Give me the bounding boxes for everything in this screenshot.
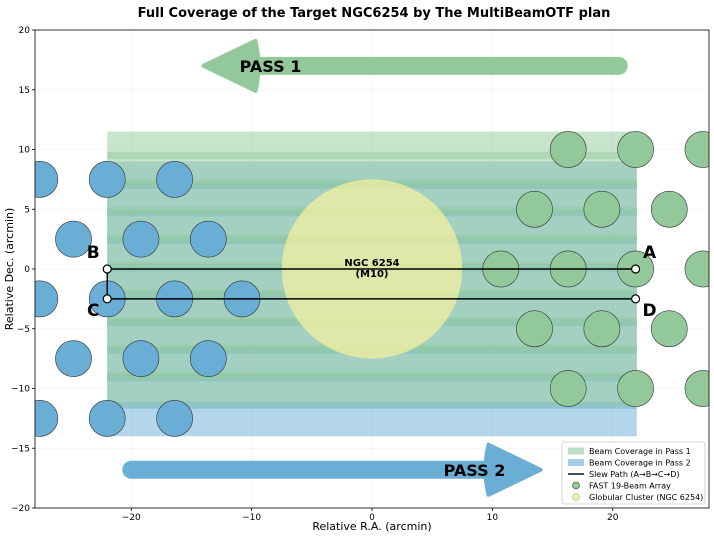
x-tick-label: 0 (369, 513, 375, 523)
slew-point-C (102, 294, 112, 304)
y-tick-label: 20 (19, 26, 31, 36)
chart-title: Full Coverage of the Target NGC6254 by T… (138, 6, 611, 21)
slew-path-group (102, 264, 641, 304)
pass1-beam (650, 310, 688, 348)
pass-arrows (122, 38, 628, 497)
point-label-A: A (643, 243, 657, 263)
pass1-beam (516, 190, 553, 228)
y-tick-label: −10 (11, 385, 30, 395)
pass2-beam (88, 400, 126, 437)
y-tick-label: 5 (24, 205, 30, 215)
legend-swatch-beam-array (572, 481, 580, 490)
slew-path-line (106, 268, 636, 300)
legend-entry-cluster: Globular Cluster (NGC 6254) (589, 493, 703, 502)
x-tick-label: 10 (487, 513, 499, 523)
y-tick-label: 10 (19, 146, 31, 156)
y-tick-label: 0 (24, 265, 30, 275)
point-label-C: C (87, 301, 99, 321)
y-tick-label: −5 (17, 325, 30, 335)
y-tick-label: −20 (11, 504, 30, 514)
slew-point-D (630, 294, 641, 304)
axis-ticks: −20 −10 0 10 20 −20 −15 −10 −5 0 5 10 15 20 (11, 26, 619, 523)
point-label-B: B (87, 243, 100, 263)
cluster-alt-label: (M10) (355, 269, 388, 280)
pass1-beam (684, 131, 709, 168)
pass2-arrow-head (483, 442, 543, 497)
pass1-beam (617, 370, 654, 407)
pass1-beam (684, 370, 709, 407)
pass1-arrow-head (201, 38, 261, 93)
pass2-beam (88, 161, 126, 198)
pass2-label: PASS 2 (444, 461, 506, 480)
pass2-beam (35, 400, 59, 437)
legend: Beam Coverage in Pass 1 Beam Coverage in… (561, 441, 706, 505)
plot-area (35, 30, 709, 508)
slew-point-B (102, 264, 112, 274)
path-point-labels: A B C D (87, 243, 657, 321)
pass2-beam (156, 161, 193, 198)
legend-entry-beam-array: FAST 19-Beam Array (589, 482, 671, 491)
legend-swatch-pass1 (568, 447, 584, 455)
pass2-beam (55, 340, 92, 377)
pass1-label: PASS 1 (240, 57, 302, 76)
legend-swatch-pass2 (568, 459, 584, 466)
pass2-beam (156, 400, 193, 437)
slew-point-A (630, 264, 641, 274)
pass2-beam (35, 280, 59, 318)
pass2-beam (35, 161, 59, 198)
legend-box (561, 441, 706, 505)
legend-entry-slew-path: Slew Path (A→B→C→D) (589, 470, 679, 479)
x-tick-label: −10 (242, 513, 261, 523)
pass1-beam (583, 190, 621, 228)
pass2-beam (189, 220, 227, 258)
x-tick-label: 20 (607, 513, 619, 523)
pass1-beam (617, 131, 654, 168)
x-tick-label: −20 (122, 513, 141, 523)
pass1-beam (549, 370, 587, 407)
legend-entry-pass1: Beam Coverage in Pass 1 (589, 447, 691, 456)
cluster-name-label: NGC 6254 (344, 258, 399, 269)
legend-swatch-cluster (572, 493, 580, 501)
pass1-beam (650, 190, 688, 228)
x-axis-label: Relative R.A. (arcmin) (312, 520, 431, 533)
legend-entry-pass2: Beam Coverage in Pass 2 (589, 459, 691, 468)
pass2-beam (122, 340, 160, 377)
pass2-beam (55, 220, 92, 258)
pass1-beam (516, 310, 553, 348)
y-tick-label: −15 (11, 444, 30, 454)
pass2-beam (189, 340, 227, 377)
pass1-beam (549, 131, 587, 168)
pass1-beam (684, 250, 709, 288)
point-label-D: D (643, 301, 657, 321)
y-tick-label: 15 (19, 86, 30, 96)
pass1-beam (583, 310, 621, 348)
pass1-coverage-band (107, 131, 637, 160)
y-axis-label: Relative Dec. (arcmin) (3, 208, 16, 331)
pass2-beam (122, 220, 160, 258)
